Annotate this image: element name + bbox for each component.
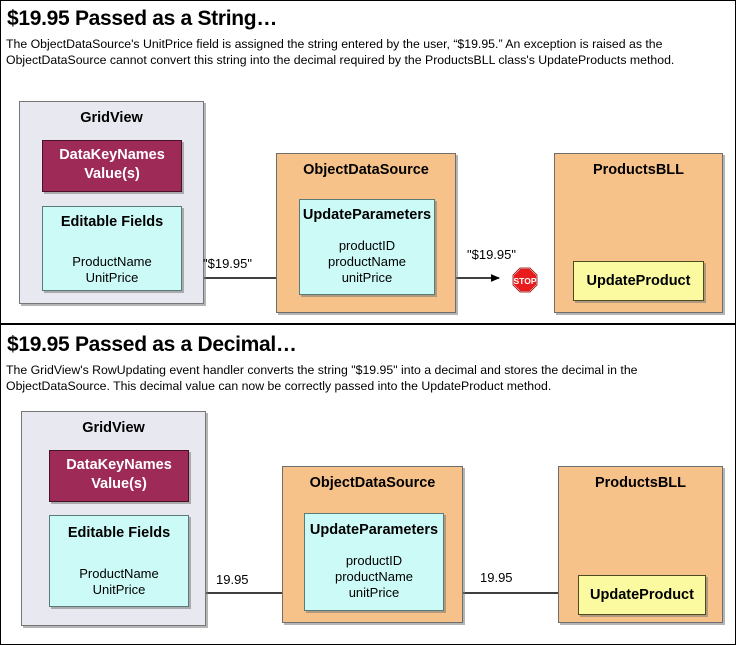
objectdatasource-title: ObjectDataSource [303,162,429,178]
productsbll-title-decimal: ProductsBLL [594,475,687,491]
datakeynames-line1: DataKeyNames [59,147,165,163]
param-productid-decimal: productID [345,553,403,568]
editable-field-unitprice-decimal: UnitPrice [92,582,146,597]
param-unitprice-decimal: unitPrice [348,585,400,600]
updateparameters-box-decimal: UpdateParameters productID productName u… [304,513,444,611]
editable-field-unitprice: UnitPrice [85,270,139,285]
updateproduct-label-decimal: UpdateProduct [590,587,694,603]
editable-field-productname: ProductName [72,254,152,269]
panel-title-string: $19.95 Passed as a String… [7,7,278,30]
param-productname-decimal: productName [334,569,414,584]
datakeynames-box-decimal: DataKeyNames Value(s) [49,450,189,502]
updateproduct-box-decimal: UpdateProduct [578,575,706,615]
panel-description-decimal: The GridView's RowUpdating event handler… [6,363,638,393]
gridview-title: GridView [80,110,143,126]
svg-text:STOP: STOP [514,276,537,286]
panel-string-case: $19.95 Passed as a String… The ObjectDat… [1,1,735,325]
objectdatasource-title-decimal: ObjectDataSource [309,475,436,491]
datakeynames-line2-decimal: Value(s) [91,476,147,492]
arrow-label-gridview-to-ods-decimal: 19.95 [216,572,249,587]
param-unitprice: unitPrice [341,270,393,285]
editable-field-productname-decimal: ProductName [79,566,159,581]
updateproduct-label: UpdateProduct [586,273,691,289]
updateparameters-box-string: UpdateParameters productID productName u… [299,199,435,295]
editable-fields-box-string: Editable Fields ProductName UnitPrice [42,206,182,291]
updateproduct-box-string: UpdateProduct [573,261,704,301]
updateparameters-title: UpdateParameters [302,207,432,223]
editable-fields-title: Editable Fields [60,214,164,230]
gridview-title-decimal: GridView [82,420,145,436]
datakeynames-line2: Value(s) [84,166,140,182]
datakeynames-line1-decimal: DataKeyNames [66,457,172,473]
panel-decimal-case: $19.95 Passed as a Decimal… The GridView… [1,325,735,644]
editable-fields-title-decimal: Editable Fields [67,525,171,541]
arrow-label-gridview-to-ods-string: "$19.95" [203,256,252,271]
param-productname: productName [327,254,407,269]
arrow-label-ods-to-bll-string: "$19.95" [467,247,516,262]
panel-description-string: The ObjectDataSource's UnitPrice field i… [6,37,675,67]
arrow-label-ods-to-bll-decimal: 19.95 [480,570,513,585]
panel-title-decimal: $19.95 Passed as a Decimal… [7,333,297,356]
productsbll-title: ProductsBLL [592,162,685,178]
editable-fields-box-decimal: Editable Fields ProductName UnitPrice [49,515,189,607]
datakeynames-box-string: DataKeyNames Value(s) [42,140,182,192]
stop-sign-icon: STOP [512,267,538,293]
updateparameters-title-decimal: UpdateParameters [309,522,439,538]
param-productid: productID [338,238,396,253]
